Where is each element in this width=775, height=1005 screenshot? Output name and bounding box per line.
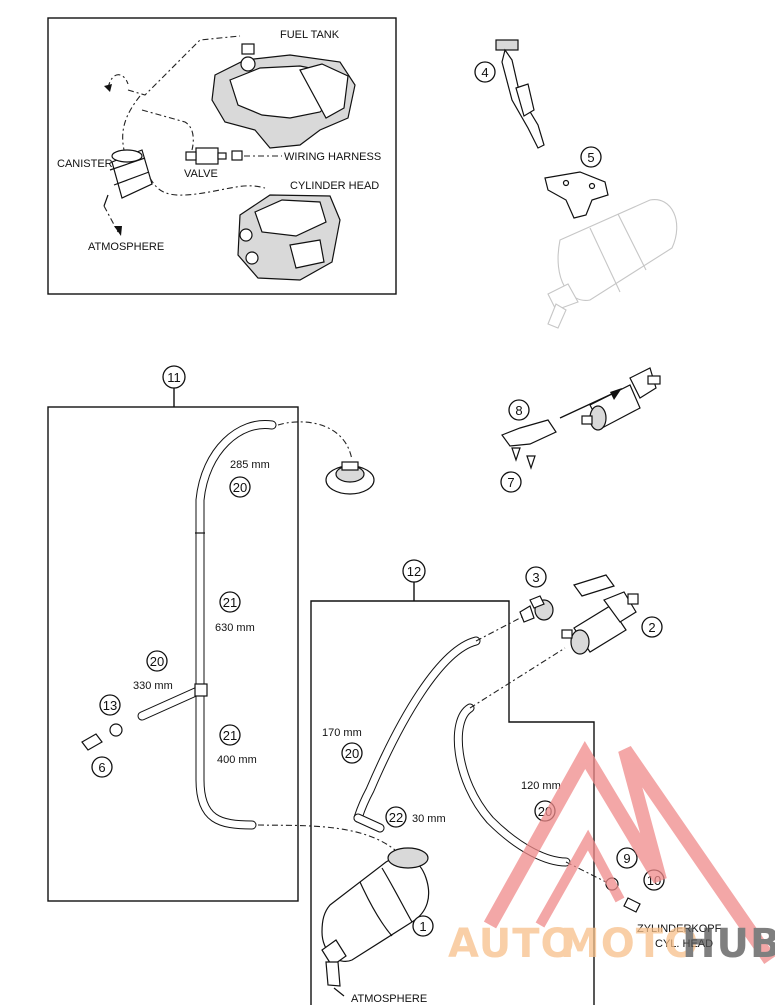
callout-8-label: 8 xyxy=(515,403,522,418)
callout-13-label: 13 xyxy=(103,698,117,713)
callout-8 xyxy=(508,399,530,421)
cylinder-head-drawing xyxy=(237,194,341,281)
valve-assembly-upper xyxy=(581,367,661,431)
length-400: 400 mm xyxy=(217,754,257,766)
part-5-bracket xyxy=(544,171,609,219)
label-fuel-tank: FUEL TANK xyxy=(280,29,340,41)
label-wiring-harness: WIRING HARNESS xyxy=(284,151,381,163)
callout-4-label: 4 xyxy=(481,65,488,80)
callout-7-label: 7 xyxy=(507,475,514,490)
label-atmosphere-bottom: ATMOSPHERE xyxy=(351,993,427,1005)
ghost-canister-top-right xyxy=(547,199,678,329)
arrow-8-shaft xyxy=(559,391,617,419)
length-30: 30 mm xyxy=(412,813,446,825)
callout-6 xyxy=(91,756,113,778)
top-inset-panel: FUEL TANK CANISTER VALVE WIRING HARNESS xyxy=(47,17,397,295)
callout-11-label: 11 xyxy=(167,370,181,385)
vent-arrow-line xyxy=(107,74,129,89)
group-12-panel: 12 170 mm 20 22 30 mm 120 mm 20 xyxy=(310,559,607,1005)
tank-to-canister-line xyxy=(122,95,141,151)
top-inset-frame xyxy=(47,17,397,295)
atmosphere-arrow-head xyxy=(114,226,122,236)
callout-12 xyxy=(402,559,426,583)
part-2-valve xyxy=(561,574,639,655)
callout-21a-label: 21 xyxy=(223,595,237,610)
callout-21b xyxy=(219,724,241,746)
watermark-logo-inner xyxy=(535,829,625,928)
part-10-nipple xyxy=(623,897,641,913)
callout-22 xyxy=(385,806,407,828)
link-hose-120-to-9 xyxy=(565,861,607,883)
label-zylinderkopf: ZYLINDERKOPF xyxy=(637,923,722,935)
callout-11 xyxy=(162,365,186,389)
callout-2 xyxy=(641,616,663,638)
watermark-auto: AUTO xyxy=(448,921,576,967)
cap-link-line xyxy=(277,421,353,461)
callout-9-label: 9 xyxy=(623,851,630,866)
label-atmosphere-top: ATMOSPHERE xyxy=(88,241,164,253)
automotohub-watermark: AUTO MOTO HUB xyxy=(448,741,775,967)
callout-1-label: 1 xyxy=(419,919,426,934)
callout-20a xyxy=(229,476,251,498)
callout-12-label: 12 xyxy=(407,564,421,579)
callout-21b-label: 21 xyxy=(223,728,237,743)
label-canister: CANISTER xyxy=(57,158,113,170)
canister-link-line xyxy=(257,824,396,851)
part-8-bracket xyxy=(501,419,557,470)
callout-7 xyxy=(500,471,522,493)
callout-6-label: 6 xyxy=(98,760,105,775)
callout-13 xyxy=(99,694,121,716)
part-3-fitting xyxy=(519,595,554,623)
watermark-logo-triangles xyxy=(483,741,775,964)
tank-cap-part xyxy=(325,461,375,495)
length-120: 120 mm xyxy=(521,780,561,792)
watermark-moto: MOTO xyxy=(560,921,699,967)
callout-5-label: 5 xyxy=(587,150,594,165)
valve-drawing xyxy=(185,147,227,165)
length-630: 630 mm xyxy=(215,622,255,634)
valve-to-head-line xyxy=(149,177,266,196)
callout-20b-label: 20 xyxy=(150,654,164,669)
group-11-panel: 11 285 mm 20 21 630 mm 20 330 mm 21 400 … xyxy=(47,365,396,902)
part-1-canister xyxy=(321,847,430,987)
harness-connector xyxy=(231,150,243,161)
callout-2-label: 2 xyxy=(648,620,655,635)
callout-20c-label: 20 xyxy=(345,746,359,761)
callout-20a-label: 20 xyxy=(233,480,247,495)
group-11-frame xyxy=(47,406,299,902)
length-170: 170 mm xyxy=(322,727,362,739)
canister-to-valve-line xyxy=(141,109,194,151)
callout-1 xyxy=(412,915,434,937)
fuel-tank-drawing xyxy=(211,43,356,149)
label-valve: VALVE xyxy=(184,168,218,180)
length-285: 285 mm xyxy=(230,459,270,471)
tee-fitting xyxy=(194,683,208,697)
arrow-8-head xyxy=(610,388,622,400)
part-13-clamp xyxy=(109,723,123,737)
callout-3 xyxy=(525,566,547,588)
callout-3-label: 3 xyxy=(532,570,539,585)
canister-drawing xyxy=(103,149,153,207)
callout-5 xyxy=(580,146,602,168)
atmosphere-arrow-bottom xyxy=(333,987,345,997)
link-hose-120-to-2 xyxy=(469,647,566,709)
part-6-fitting xyxy=(81,733,103,751)
watermark-hub: HUB xyxy=(682,921,775,967)
callout-20c xyxy=(341,742,363,764)
callout-22-label: 22 xyxy=(389,810,403,825)
length-330: 330 mm xyxy=(133,680,173,692)
callout-20b xyxy=(146,650,168,672)
label-cylinder-head: CYLINDER HEAD xyxy=(290,180,379,192)
callout-4 xyxy=(474,61,496,83)
link-hose-170-to-3 xyxy=(475,616,523,642)
part-4-strap xyxy=(495,39,545,149)
tank-hose-line xyxy=(127,35,241,96)
label-cyl-head: CYL. HEAD xyxy=(655,938,713,950)
callout-21a xyxy=(219,591,241,613)
vent-arrow-head xyxy=(104,84,112,92)
callout-9 xyxy=(616,847,638,869)
